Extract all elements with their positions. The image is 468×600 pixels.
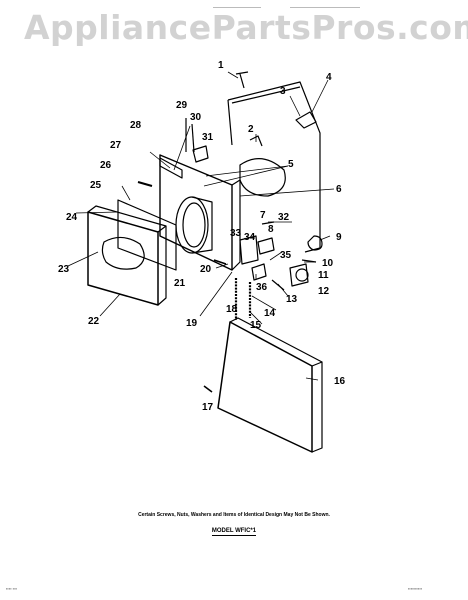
callout-20: 20: [200, 264, 212, 275]
clip-2: [249, 135, 263, 147]
callout-3: 3: [280, 86, 286, 97]
door-trim-24: [117, 199, 177, 271]
top-panel-oval: [239, 158, 286, 197]
callout-15: 15: [250, 320, 262, 331]
kickplate-16-side: [311, 361, 323, 453]
parts-footnote: Certain Screws, Nuts, Washers and Items …: [138, 512, 330, 518]
bolt-1-head: [235, 71, 249, 75]
callout-7: 7: [260, 210, 266, 221]
bolt-1: [239, 73, 245, 89]
callout-13: 13: [286, 294, 298, 305]
callout-10: 10: [322, 258, 334, 269]
door-ring-21: [175, 196, 209, 254]
callout-8: 8: [268, 224, 274, 235]
screw-30: [191, 123, 195, 153]
callout-36: 36: [256, 282, 268, 293]
callout-6: 6: [336, 184, 342, 195]
callout-33: 33: [230, 228, 242, 239]
knob-12: [295, 268, 309, 282]
screw-26: [137, 181, 153, 187]
model-text: MODEL WFIC*1: [211, 528, 257, 536]
part-36: [251, 263, 267, 281]
callout-19: 19: [186, 318, 198, 329]
callout-11: 11: [318, 270, 329, 281]
header-rule: [213, 7, 261, 8]
timer-11: [289, 263, 309, 287]
front-panel-6-side: [231, 179, 241, 271]
callout-17: 17: [202, 402, 214, 413]
callout-14: 14: [264, 308, 276, 319]
door-front-22-side: [157, 226, 167, 306]
callout-28: 28: [130, 120, 142, 131]
callout-24: 24: [66, 212, 78, 223]
corner-mark-right: ▪▪▪▪▪▪▪▪▪▪: [408, 586, 423, 591]
callout-5: 5: [288, 159, 294, 170]
callout-31: 31: [202, 132, 214, 143]
door-front-22-edge: [87, 205, 167, 233]
screw-17: [203, 385, 213, 393]
callout-35: 35: [280, 250, 292, 261]
door-ring-21-inner: [182, 202, 206, 248]
bar-27: [159, 157, 183, 179]
switch-block-33: [239, 235, 259, 265]
callout-27: 27: [110, 140, 122, 151]
top-back-panel: [227, 81, 321, 253]
kickplate-16: [217, 321, 313, 453]
door-ring-21-tube: [191, 196, 213, 254]
callout-2: 2: [248, 124, 254, 135]
bracket-3: [295, 111, 317, 129]
door-window-23: [101, 236, 145, 270]
header-rule: [290, 7, 360, 8]
callout-25: 25: [90, 180, 102, 191]
callout-18: 18: [226, 304, 238, 315]
corner-mark-left: ▪▪▪▪ ▪▪▪: [6, 586, 18, 591]
top-back-panel-edge: [231, 86, 301, 104]
callout-29: 29: [176, 100, 188, 111]
callout-32: 32: [278, 212, 290, 223]
callout-4: 4: [326, 72, 332, 83]
screw-20: [213, 259, 227, 265]
callout-16: 16: [334, 376, 346, 387]
callout-12: 12: [318, 286, 330, 297]
door-front-22: [87, 211, 159, 306]
callout-30: 30: [190, 112, 202, 123]
part-34: [257, 237, 275, 255]
callout-9: 9: [336, 232, 342, 243]
top-panel-flange: [227, 99, 233, 146]
callout-1: 1: [218, 60, 224, 71]
bracket-31: [192, 145, 209, 163]
model-label: MODEL WFIC*1: [0, 528, 468, 536]
callout-26: 26: [100, 160, 112, 171]
foot-9: [307, 235, 323, 251]
callout-23: 23: [58, 264, 70, 275]
kickplate-16-top: [229, 317, 323, 363]
callout-34: 34: [244, 232, 256, 243]
watermark: AppliancePartsPros.com: [24, 8, 468, 47]
callout-21: 21: [174, 278, 186, 289]
callout-22: 22: [88, 316, 100, 327]
